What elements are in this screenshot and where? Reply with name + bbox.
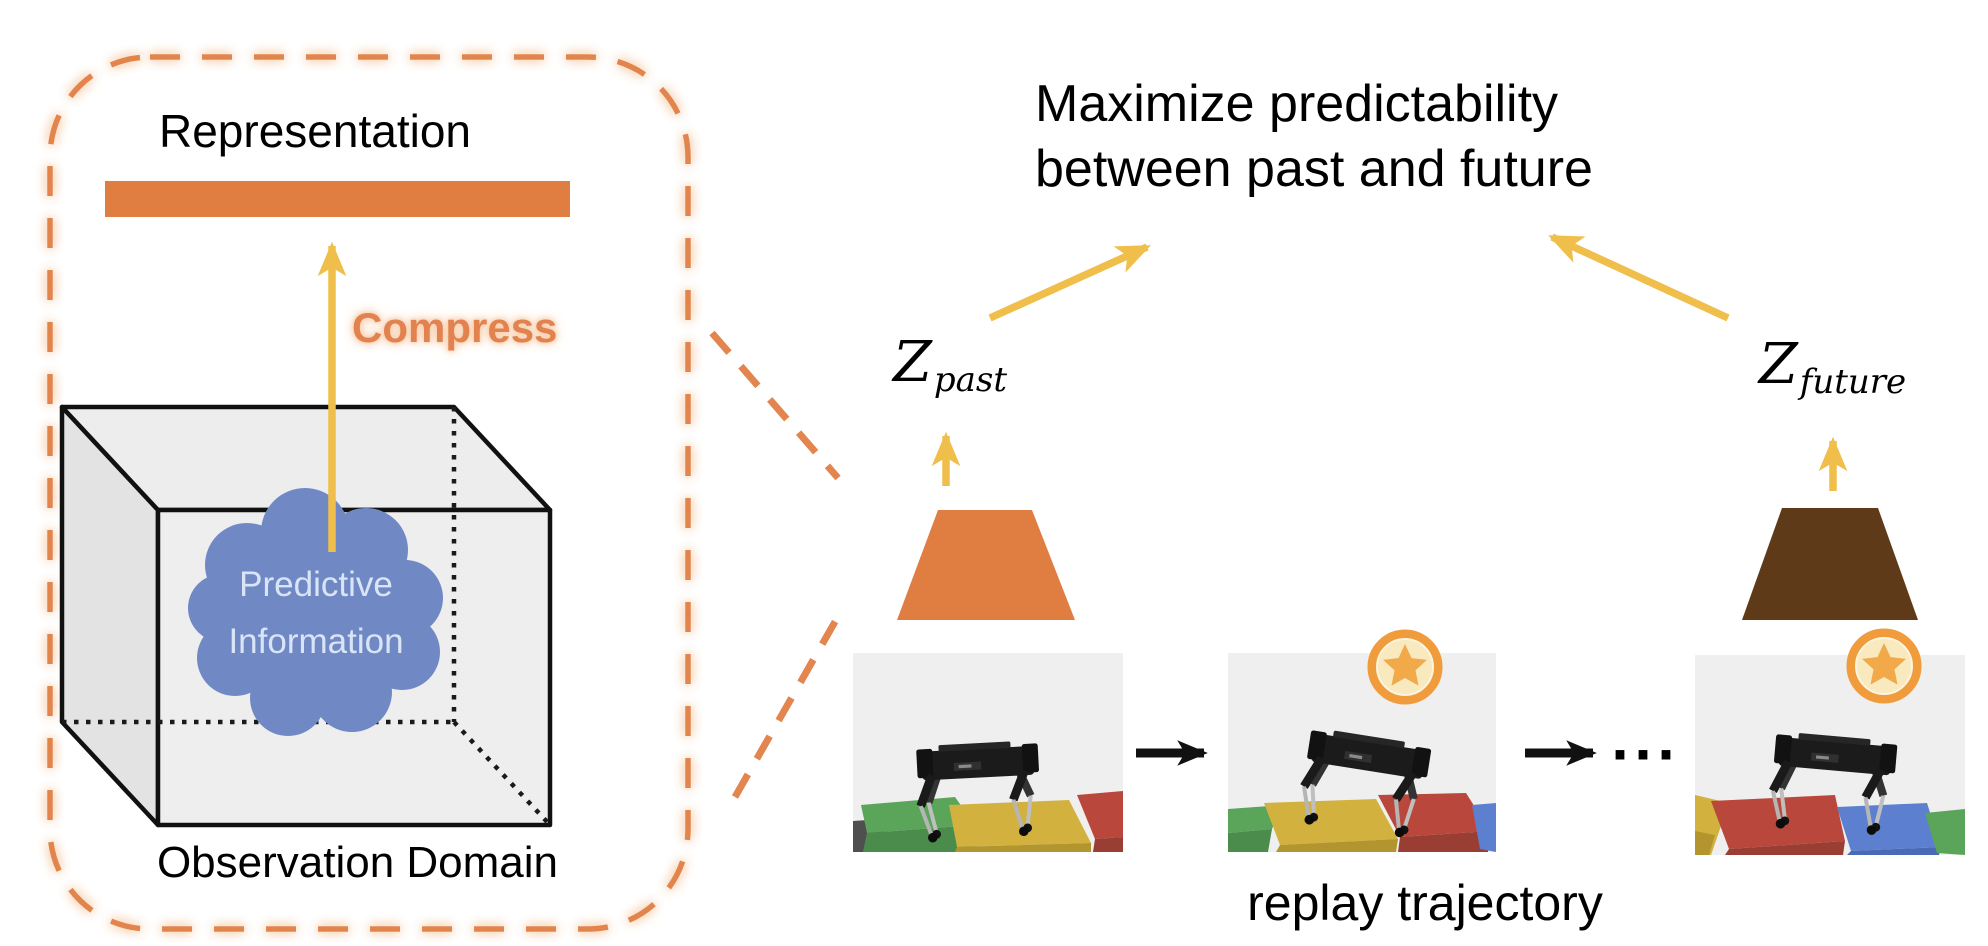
star-reward-icon bbox=[1851, 633, 1917, 699]
objective-heading: Maximize predictability between past and… bbox=[1035, 72, 1593, 202]
objective-heading-line1: Maximize predictability bbox=[1035, 75, 1559, 133]
representation-label: Representation bbox=[159, 105, 471, 157]
star-reward-icon bbox=[1372, 634, 1438, 700]
robot-frame-3 bbox=[1695, 655, 1965, 855]
robot-frame-2 bbox=[1228, 653, 1496, 852]
observation-domain-label: Observation Domain bbox=[156, 838, 559, 887]
robot-frame-1 bbox=[853, 653, 1123, 852]
zfuture-to-heading-arrow bbox=[1548, 233, 1730, 322]
trajectory-ellipsis: ··· bbox=[1610, 726, 1680, 784]
objective-heading-line2: between past and future bbox=[1035, 140, 1593, 198]
predictive-information-label: Predictive Information bbox=[228, 565, 404, 661]
encoder-past-trapezoid bbox=[897, 510, 1075, 620]
compress-label: Compress bbox=[352, 304, 558, 351]
representation-bar bbox=[105, 181, 570, 217]
concept-box-border bbox=[47, 54, 691, 932]
callout-connectors bbox=[709, 330, 841, 799]
z-past-label: Zpast bbox=[892, 330, 1008, 400]
replay-trajectory-label: replay trajectory bbox=[1247, 875, 1603, 931]
predictive-information-cloud bbox=[188, 488, 443, 736]
encoder-future-trapezoid bbox=[1742, 508, 1918, 620]
z-future-label: Zfuture bbox=[1758, 332, 1907, 402]
zpast-to-heading-arrow bbox=[988, 243, 1151, 322]
